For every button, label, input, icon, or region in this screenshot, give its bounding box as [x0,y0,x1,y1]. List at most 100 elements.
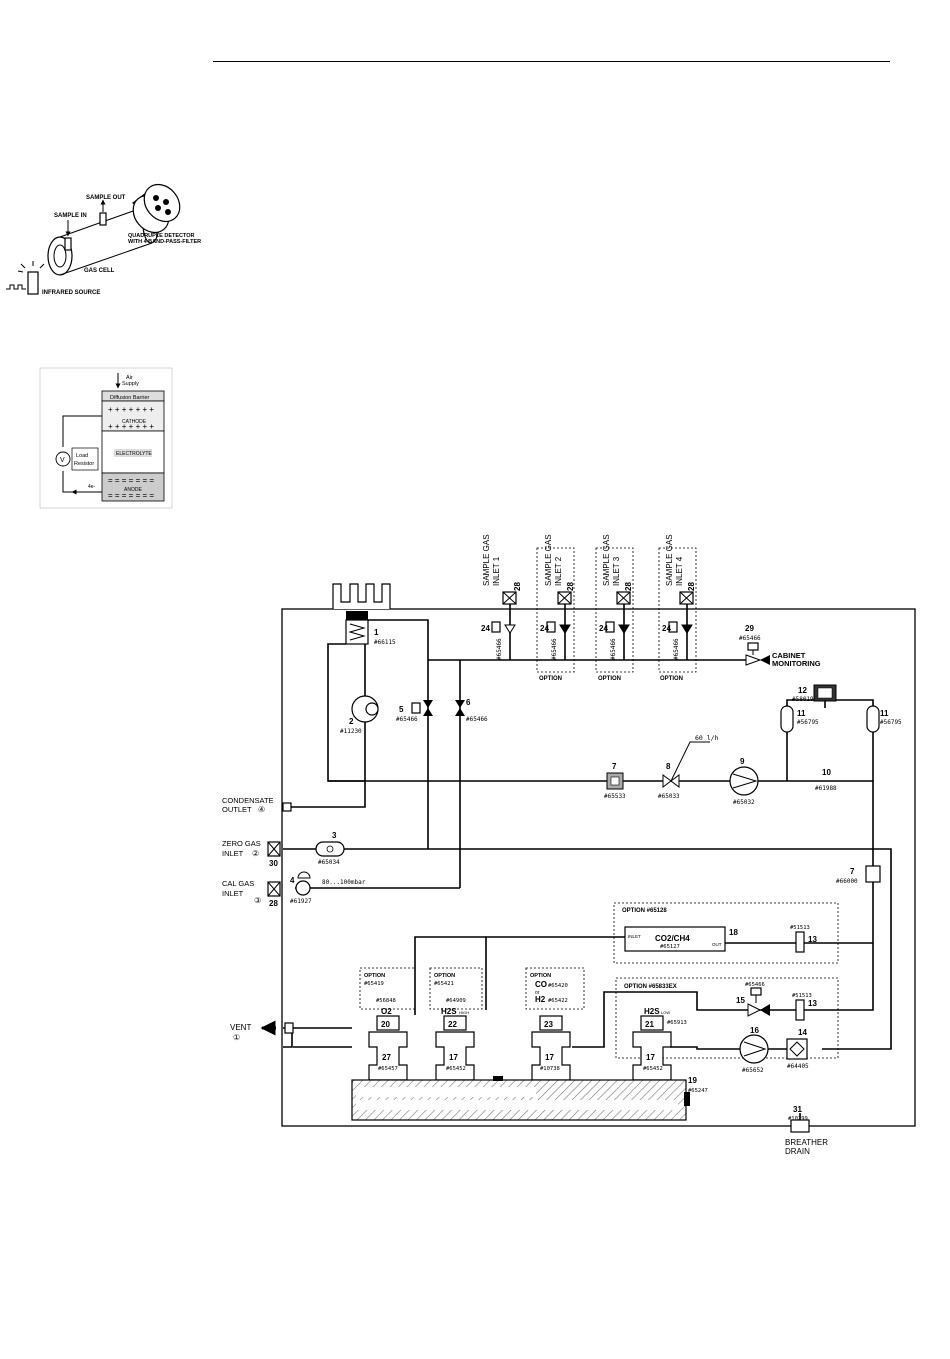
svg-text:#10299: #10299 [788,1116,808,1122]
svg-text:H2S: H2S [644,1007,660,1016]
svg-text:22: 22 [448,1020,457,1029]
flow-switch-12: 12 #58019 [792,684,837,703]
valve-6: 6 #65466 [455,698,488,723]
condensate-outlet-pipe [283,795,366,808]
svg-text:17: 17 [646,1053,655,1062]
svg-text:#51513: #51513 [792,993,812,999]
svg-text:OPTION: OPTION [598,676,621,682]
svg-text:20: 20 [381,1020,390,1029]
svg-text:#11230: #11230 [340,728,362,735]
svg-text:29: 29 [745,624,754,633]
svg-text:INLET 1: INLET 1 [492,556,501,586]
svg-text:#65452: #65452 [446,1066,466,1072]
svg-text:#65466: #65466 [496,638,503,660]
header-rule [213,61,890,62]
electrochemical-cell-figure: Air Supply Diffusion Barrier + + + + + +… [39,367,173,509]
h2s-low-sensor: H2S LOW #65913 21 17 #65452 [632,1007,687,1081]
svg-text:CONDENSATE: CONDENSATE [222,796,274,805]
svg-text:DRAIN: DRAIN [785,1147,810,1156]
sample-out-port [99,212,107,226]
svg-text:#65457: #65457 [378,1066,398,1072]
svg-text:13: 13 [808,935,817,944]
svg-text:VENT: VENT [230,1023,251,1032]
svg-text:13: 13 [808,999,817,1008]
svg-text:CO: CO [535,980,547,989]
svg-text:#65533: #65533 [604,793,626,800]
cabinet-monitoring-valve: 29 #65466 CABINET MONITORING [739,624,821,668]
h2s-low-option: OPTION #65833EX 15 #65466 13 #51513 16 #… [615,977,839,1074]
sample-pump-9: 9 #65032 [729,757,759,806]
anode-label: ANODE [124,487,142,493]
svg-text:SAMPLE GAS: SAMPLE GAS [602,534,611,586]
svg-text:SAMPLE GAS: SAMPLE GAS [544,534,553,586]
svg-text:INLET: INLET [222,889,244,898]
svg-text:③: ③ [254,896,261,905]
pump16-pipe [670,1046,787,1050]
cooler-out-pipe [368,619,429,849]
svg-text:16: 16 [750,1026,759,1035]
svg-text:OPTION: OPTION [364,973,385,979]
svg-text:28: 28 [566,582,575,591]
flowmeter-11a: 11 #56795 [780,705,819,733]
air-label: Air [126,375,133,381]
svg-text:12: 12 [798,686,807,695]
sample-out-label: SAMPLE OUT [86,195,126,201]
svg-text:#65652: #65652 [742,1067,764,1074]
electrolyte-label: ELECTROLYTE [116,451,152,457]
svg-text:INLET: INLET [222,849,244,858]
filter-7: 7 #65533 [604,762,626,800]
svg-text:HIGH: HIGH [459,1010,469,1015]
svg-text:9: 9 [740,757,745,766]
gas-flow-diagram: 1 #66115 SAMPLE GAS INLET 1 28 [222,534,916,1156]
svg-text:BREATHER: BREATHER [785,1138,828,1147]
check-valve-icon [504,624,516,634]
svg-text:#65466: #65466 [745,982,765,988]
sample-inlet-3: SAMPLE GAS INLET 3 28 24 #65466 OPTION [595,534,634,682]
svg-text:#51513: #51513 [790,925,810,931]
svg-text:#10738: #10738 [540,1066,560,1072]
svg-text:#56795: #56795 [797,719,819,726]
svg-text:#66000: #66000 [836,878,858,885]
regulator-4: 4 #61927 80...100mbar [290,871,366,905]
svg-text:#65466: #65466 [396,716,418,723]
quadruple-detector-icon [132,183,181,234]
filter-7b: 7 #66000 [836,865,881,885]
diffusion-barrier-label: Diffusion Barrier [110,395,149,401]
sample-in-label: SAMPLE IN [54,213,87,219]
svg-text:7: 7 [850,867,855,876]
ex-in-pipe [709,943,874,1011]
cooler-block [346,611,368,620]
sample-inlet-2: SAMPLE GAS INLET 2 28 24 #65466 OPTION [536,534,575,682]
filter-3: 3 #65034 [315,831,345,866]
svg-text:3: 3 [332,831,337,840]
svg-text:8: 8 [666,762,671,771]
pulse-signal-icon [6,284,26,290]
svg-text:②: ② [252,849,259,858]
gas-cell-label: GAS CELL [84,268,115,274]
svg-text:CAL GAS: CAL GAS [222,879,254,888]
svg-text:OPTION: OPTION [434,973,455,979]
svg-text:#61927: #61927 [290,898,312,905]
c10-num: 10 [822,768,831,777]
electron-flow-label: 4e- [88,484,96,490]
svg-text:24: 24 [540,624,549,633]
breather-drain: 31 #10299 BREATHER DRAIN [785,1105,828,1156]
cal-gas-inlet: CAL GAS INLET ③ 28 [222,879,281,908]
svg-text:11: 11 [797,709,806,718]
load-resistor-icon [71,447,99,471]
svg-text:30: 30 [269,859,278,868]
co-h2-sensor: OPTION CO #65420 or H2 #65422 23 17 #107… [525,967,585,1081]
resistor-label: Resistor [74,461,94,467]
svg-text:SAMPLE GAS: SAMPLE GAS [482,534,491,586]
svg-text:ZERO GAS: ZERO GAS [222,839,261,848]
svg-text:OPTION #65833EX: OPTION #65833EX [624,984,677,990]
svg-text:19: 19 [688,1076,697,1085]
svg-text:H2S: H2S [441,1007,457,1016]
svg-text:60 l/h: 60 l/h [695,734,719,742]
svg-text:23: 23 [544,1020,553,1029]
svg-text:#65452: #65452 [643,1066,663,1072]
valve-5: 5 #65466 [396,700,433,723]
svg-text:28: 28 [687,582,696,591]
supply-label: Supply [122,381,139,387]
svg-text:#65419: #65419 [364,981,384,987]
